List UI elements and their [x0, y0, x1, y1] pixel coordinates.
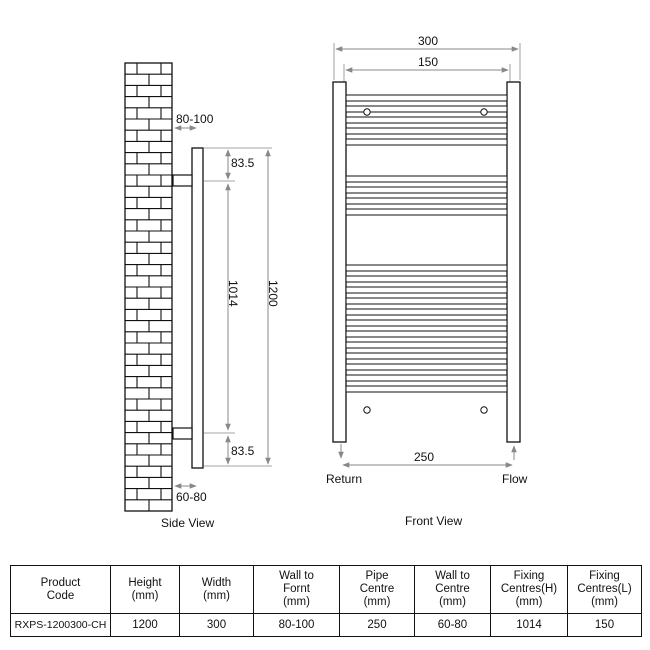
- rail-bar: [345, 286, 508, 294]
- rail-bar: [345, 116, 508, 124]
- return-label: Return: [326, 472, 362, 486]
- cell-product-code: RXPS-1200300-CH: [10, 613, 111, 637]
- heated-rails: [345, 94, 508, 393]
- bottom-offset-dimension: 83.5: [231, 444, 255, 458]
- rail-bar: [345, 385, 508, 393]
- rail-bar: [345, 341, 508, 349]
- rail-bar: [345, 352, 508, 360]
- rail-bar: [345, 127, 508, 135]
- side-view: 80-100 83.5 1014 83.5 1200 60-80 Side Vi…: [124, 62, 280, 530]
- rail-bar: [345, 363, 508, 371]
- left-upright: [332, 81, 347, 443]
- bottom-wall-bracket: [172, 427, 193, 440]
- cell-wall-to-front: 80-100: [253, 613, 340, 637]
- top-offset-dimension: 83.5: [231, 156, 255, 170]
- cell-pipe-centre: 250: [339, 613, 415, 637]
- height-dimension: 1200: [266, 280, 280, 307]
- rail-bar: [345, 275, 508, 283]
- header-width: Width(mm): [201, 576, 232, 602]
- width-dimension: 300: [418, 34, 438, 48]
- fixing-centres-dimension: 1014: [226, 280, 240, 307]
- rail-bar: [345, 330, 508, 338]
- header-cell: Height(mm): [110, 565, 180, 614]
- rail-bar: [345, 308, 508, 316]
- rail-bar: [345, 94, 508, 102]
- pipe-offset-dimension: 60-80: [176, 490, 207, 504]
- rail-bar: [345, 175, 508, 183]
- radiator-side-profile: [191, 147, 204, 469]
- side-view-label: Side View: [161, 516, 214, 530]
- rail-bar: [345, 138, 508, 146]
- rail-bar: [345, 374, 508, 382]
- front-view: 300 150 250 Return Flow Front View: [326, 34, 528, 528]
- flow-label: Flow: [502, 472, 528, 486]
- cell-width: 300: [179, 613, 254, 637]
- rail-bar: [345, 197, 508, 205]
- fixing-point-bottom-left: [363, 406, 371, 414]
- cell-fixing-centres-h: 1014: [490, 613, 568, 637]
- rail-bar: [345, 105, 508, 113]
- header-cell: Width(mm): [179, 565, 254, 614]
- rail-bar: [345, 264, 508, 272]
- rail-bar: [345, 297, 508, 305]
- table-row: RXPS-1200300-CH 1200 300 80-100 250 60-8…: [10, 613, 642, 637]
- pipe-centre-dimension: 250: [414, 450, 434, 464]
- cell-wall-to-centre: 60-80: [414, 613, 491, 637]
- top-wall-bracket: [172, 174, 193, 187]
- wall-gap-dimension: 80-100: [176, 112, 214, 126]
- right-upright: [506, 81, 521, 443]
- fixing-point-top-left: [363, 108, 371, 116]
- rail-bar: [345, 208, 508, 216]
- fixing-point-top-right: [480, 108, 488, 116]
- fixing-point-bottom-right: [480, 406, 488, 414]
- rail-bar: [345, 186, 508, 194]
- rail-bar: [345, 319, 508, 327]
- brick-wall: [124, 62, 173, 512]
- cell-height: 1200: [110, 613, 180, 637]
- technical-drawing: 80-100 83.5 1014 83.5 1200 60-80 Side Vi…: [124, 34, 528, 530]
- header-height: Height(mm): [128, 576, 162, 602]
- cell-fixing-centres-l: 150: [567, 613, 642, 637]
- fixing-width-dimension: 150: [418, 55, 438, 69]
- front-view-label: Front View: [405, 514, 462, 528]
